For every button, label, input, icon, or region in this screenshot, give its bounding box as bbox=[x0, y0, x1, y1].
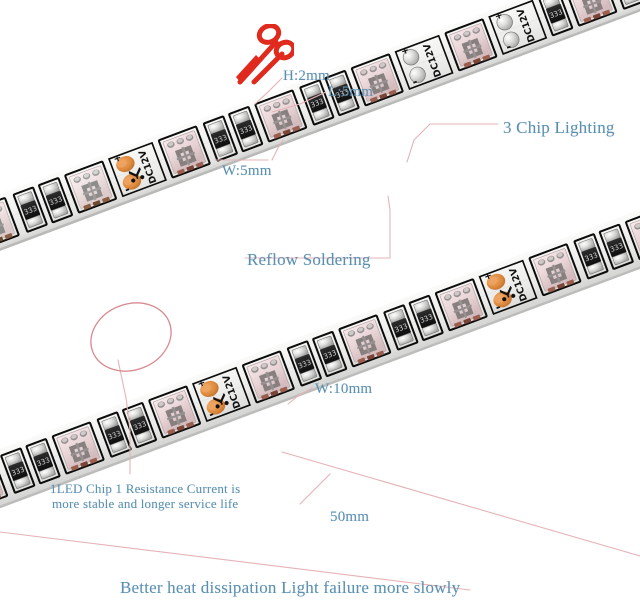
annotation-reflow-soldering: Reflow Soldering bbox=[247, 250, 371, 269]
annotation-w-5mm: W:5mm bbox=[222, 163, 272, 179]
resistance-note-line-2: more stable and longer service life bbox=[51, 496, 239, 511]
leader-w5 bbox=[271, 139, 284, 161]
annotation-3-chip-lighting: 3 Chip Lighting bbox=[503, 118, 615, 137]
annotation-50mm: 50mm bbox=[330, 509, 370, 525]
bottom-rule bbox=[0, 531, 471, 591]
leader-l bbox=[271, 91, 327, 113]
leader-h bbox=[254, 77, 283, 105]
dimension-line-50mm bbox=[281, 451, 640, 557]
scissors-icon bbox=[236, 24, 294, 85]
bottom-caption: Better heat dissipation Light failure mo… bbox=[120, 578, 461, 597]
leader-w10 bbox=[287, 387, 313, 405]
led-resistor-highlight-ellipse bbox=[90, 302, 172, 372]
leader-reflow bbox=[244, 195, 391, 259]
annotation-l-5mm: L:5mm bbox=[328, 84, 374, 100]
annotation-w-10mm: W:10mm bbox=[315, 381, 373, 397]
upper-strip bbox=[0, 0, 640, 259]
leader-50mm bbox=[299, 473, 331, 505]
lower-strip bbox=[0, 184, 640, 520]
leader-chip bbox=[406, 123, 499, 163]
leader-resistance bbox=[117, 359, 131, 475]
resistance-note-line-1: 1LED Chip 1 Resistance Current is bbox=[50, 481, 241, 496]
annotation-h-2mm: H:2mm bbox=[283, 68, 330, 84]
annotation-resistance-note: 1LED Chip 1 Resistance Current is more s… bbox=[50, 481, 240, 511]
